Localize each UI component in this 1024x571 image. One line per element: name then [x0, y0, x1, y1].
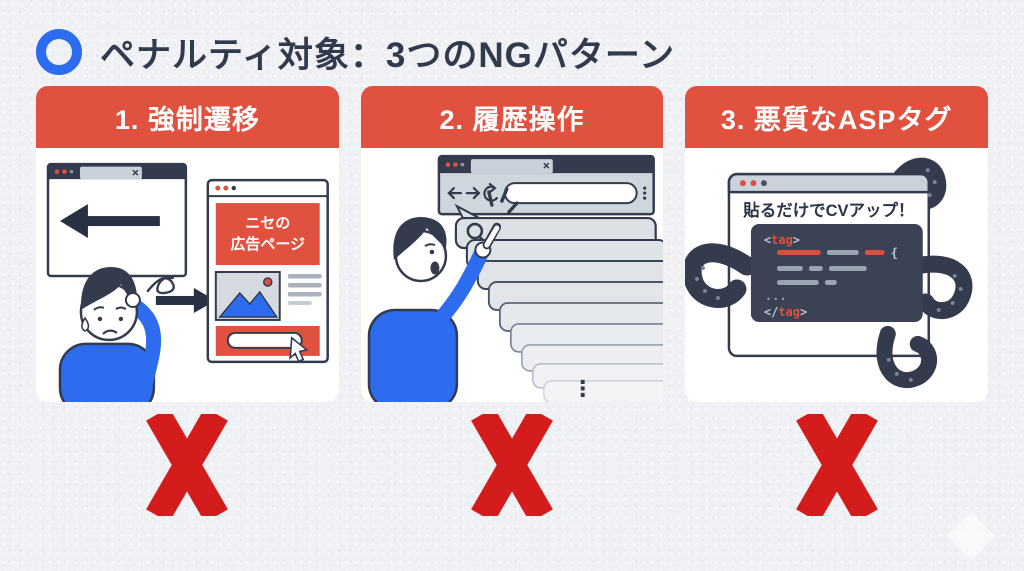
kebab-menu-icon — [642, 186, 646, 200]
window-dot-icon — [69, 169, 74, 174]
ad-banner-text-line2: 広告ページ — [230, 235, 305, 253]
watermark-diamond — [946, 511, 996, 561]
window-dot-icon — [740, 180, 747, 187]
code-brace: { — [891, 246, 898, 260]
banner-text: 貼るだけでCVアップ！ — [744, 201, 915, 220]
ring-icon — [36, 29, 82, 75]
pointing-person — [367, 187, 519, 402]
more-ellipsis: ⋮ — [571, 376, 593, 401]
person-hair — [392, 217, 447, 261]
code-close-tag: </tag> — [764, 305, 807, 319]
close-icon — [132, 169, 139, 176]
card2-body: ⋮ — [360, 148, 664, 402]
cross-mark-icon — [471, 414, 553, 516]
tentacles — [685, 243, 973, 389]
person-arm — [419, 246, 489, 340]
card-history-manipulation: 2. 履歴操作 — [360, 86, 664, 402]
card1-illustration: ニセの 広告ページ — [46, 162, 329, 402]
person-hair — [80, 267, 138, 310]
exclamation-marks-icon — [486, 187, 519, 214]
card1-header: 1. 強制遷移 — [36, 86, 339, 148]
card3-illustration: 貼るだけでCVアップ！ — [685, 157, 973, 389]
history-stack — [454, 203, 664, 402]
arrow-right-icon — [465, 186, 481, 200]
window-dot-icon — [460, 162, 464, 167]
open-mouth — [430, 261, 440, 275]
card3-header: 3. 悪質なASPタグ — [685, 86, 989, 148]
window-dot-icon — [445, 162, 450, 167]
close-icon — [542, 162, 549, 169]
pointing-finger — [484, 225, 500, 248]
code-ellipsis: ... — [765, 289, 787, 303]
window-dot-icon — [761, 180, 768, 187]
card3-body: 貼るだけでCVアップ！ — [685, 148, 989, 402]
cta-button — [226, 331, 303, 349]
tentacle-icon — [685, 243, 757, 308]
browser-window — [46, 162, 188, 278]
code-lines: { — [777, 246, 898, 285]
cursor-icon — [289, 336, 309, 363]
url-bar — [503, 182, 638, 205]
window-dot-icon — [223, 185, 229, 191]
card2-illustration: ⋮ — [367, 154, 664, 402]
tentacle-icon — [908, 255, 973, 320]
browser-window — [437, 154, 655, 216]
verdict-row — [0, 402, 1024, 516]
page-title: ペナルティ対象：3つのNGパターン — [100, 35, 676, 75]
redirect-arrow-icon — [155, 287, 216, 313]
code-open-tag: <tag> — [764, 233, 800, 247]
tentacle-icon — [876, 325, 938, 389]
window-dot-icon — [62, 169, 67, 174]
cross-mark-icon — [795, 414, 878, 516]
ad-page-window: ニセの 広告ページ — [206, 178, 329, 364]
mountain-icon — [218, 290, 279, 318]
card1-body: ニセの 広告ページ — [36, 148, 339, 402]
card-malicious-asp-tag: 3. 悪質なASPタグ 貼るだけでCVアップ！ — [685, 86, 989, 402]
text-lines — [287, 274, 322, 305]
code-block: <tag> { ... </ta — [751, 224, 924, 322]
browser-tab — [79, 166, 142, 180]
sweat-drop-icon — [81, 316, 90, 332]
person-arm — [127, 298, 162, 402]
ad-banner-text-line1: ニセの — [245, 215, 290, 232]
card2-header: 2. 履歴操作 — [360, 86, 664, 148]
window-dot-icon — [231, 185, 236, 191]
annoyance-scribble-icon — [146, 276, 175, 295]
search-sheet — [542, 380, 664, 402]
image-placeholder — [214, 271, 281, 321]
person-hand — [124, 291, 141, 308]
window-dot-icon — [54, 169, 60, 174]
reload-icon — [483, 182, 498, 202]
tentacle-suckers — [695, 168, 964, 382]
confused-person — [58, 267, 175, 402]
frown-mouth — [102, 329, 118, 335]
card-forced-redirect: 1. 強制遷移 — [36, 86, 339, 402]
cross-mark-icon — [146, 414, 229, 516]
arrow-left-icon — [59, 204, 160, 239]
window-dot-icon — [750, 180, 757, 187]
browser-tab — [470, 159, 553, 174]
arrow-left-icon — [447, 186, 462, 200]
ad-banner — [215, 203, 320, 266]
window-dot-icon — [452, 162, 458, 167]
sun-icon — [263, 277, 273, 287]
window-dot-icon — [215, 185, 221, 191]
page-header: ペナルティ対象：3つのNGパターン — [0, 0, 1024, 78]
card-row: 1. 強制遷移 — [0, 78, 1024, 402]
